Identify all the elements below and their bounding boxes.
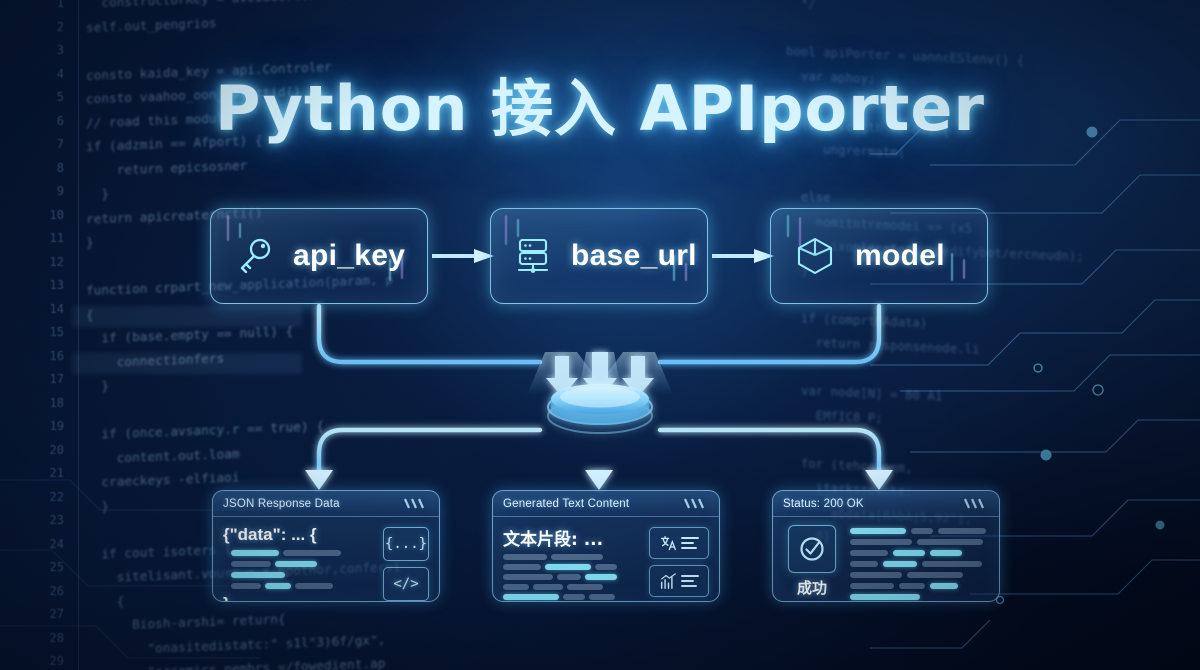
braces-icon[interactable]: {...} <box>383 527 429 561</box>
panel-body-status: 成功 <box>773 517 999 601</box>
page-title: Python 接入 APIporter <box>215 72 985 145</box>
param-label-model: model <box>855 239 945 272</box>
key-icon <box>233 235 275 277</box>
circuit-traces-right <box>870 119 1200 649</box>
panel-title-status: Status: 200 OK <box>783 497 864 510</box>
json-close-text: } <box>223 594 374 601</box>
param-box-api-key[interactable]: api_key <box>210 208 428 304</box>
check-circle-icon <box>788 525 836 573</box>
chevron-bars-icon <box>963 498 985 509</box>
panel-body-json: {"data": ... { } {...} </> <box>213 517 439 601</box>
output-panel-status[interactable]: Status: 200 OK 成功 <box>772 490 1000 602</box>
data-hub-cylinder-icon <box>520 352 680 448</box>
panel-title-text: Generated Text Content <box>503 497 630 510</box>
arrow-right-icon <box>712 249 774 263</box>
param-label-api-key: api_key <box>293 239 406 272</box>
server-icon <box>513 235 553 277</box>
bar-chart-icon[interactable] <box>649 565 709 597</box>
chevron-bars-icon <box>683 498 705 509</box>
translate-icon[interactable] <box>649 527 709 559</box>
panel-header-json: JSON Response Data <box>213 491 439 517</box>
panel-header-status: Status: 200 OK <box>773 491 999 517</box>
param-box-base-url[interactable]: base_url <box>490 208 708 304</box>
code-tag-icon[interactable]: </> <box>383 567 429 601</box>
panel-header-text: Generated Text Content <box>493 491 719 517</box>
chevron-bars-icon <box>403 498 425 509</box>
panel-body-text: 文本片段: ... <box>493 517 719 601</box>
cube-icon <box>793 234 837 278</box>
output-panel-json[interactable]: JSON Response Data {"data": ... { } {...… <box>212 490 440 602</box>
gutter-divider <box>78 0 79 670</box>
param-label-base-url: base_url <box>571 239 697 272</box>
param-box-model[interactable]: model <box>770 208 988 304</box>
circuit-traces-left <box>0 479 260 659</box>
status-success-label: 成功 <box>796 579 827 597</box>
panel-title-json: JSON Response Data <box>223 497 340 510</box>
output-panel-text[interactable]: Generated Text Content 文本片段: ... <box>492 490 720 602</box>
generated-text-snippet: 文本片段: ... <box>503 530 604 550</box>
json-open-text: {"data": ... { <box>223 525 317 544</box>
arrow-right-icon <box>432 249 494 263</box>
